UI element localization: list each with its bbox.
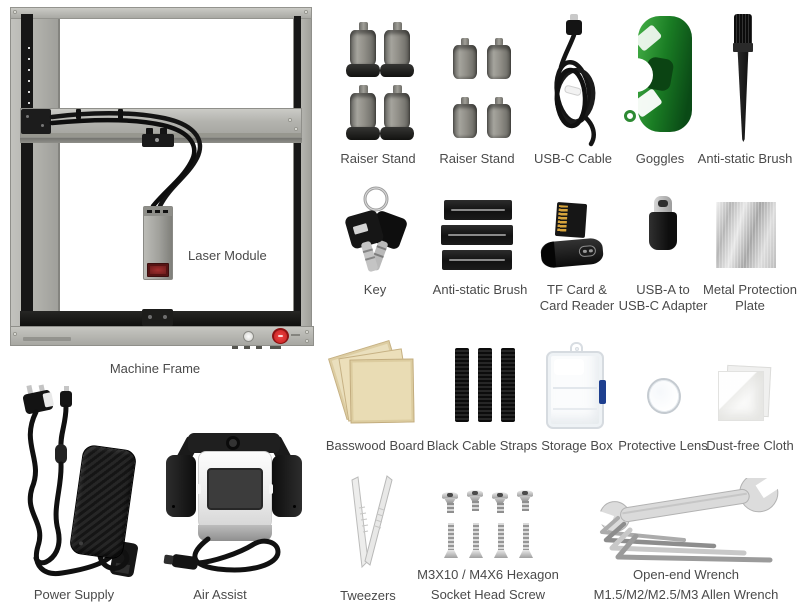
rear-port <box>244 346 250 349</box>
dc-plug <box>60 391 72 407</box>
frame-right-rail <box>294 16 301 330</box>
anti-static-brush-2-label: Anti-static Brush <box>432 282 528 297</box>
air-assist-base <box>198 525 272 541</box>
storage-box-label: Storage Box <box>541 438 613 453</box>
screw-dot <box>294 127 298 131</box>
anti-static-brush-illustration <box>730 14 758 144</box>
usb-c-cable-label: USB-C Cable <box>533 151 613 166</box>
dust-cloth-label: Dust-free Cloth <box>706 438 794 453</box>
power-supply-label: Power Supply <box>33 587 115 602</box>
rear-port <box>256 346 262 349</box>
air-assist-panel <box>207 468 263 510</box>
basswood-board-illustration <box>328 340 420 434</box>
screw-dot <box>13 10 17 14</box>
cable-straps-label: Black Cable Straps <box>426 438 538 453</box>
air-assist-label: Air Assist <box>193 587 247 602</box>
dust-cloth-illustration <box>716 364 772 424</box>
frame-top-bar <box>10 7 312 19</box>
tweezers-illustration <box>351 475 393 569</box>
anti-static-brush-bars-illustration <box>441 200 515 274</box>
wrench-label: Open-end Wrench M1.5/M2/M2.5/M3 Allen Wr… <box>593 567 779 602</box>
gantry-cable-clip <box>160 128 167 137</box>
screw-dot <box>305 330 309 334</box>
rear-port <box>270 346 281 349</box>
open-end-wrench <box>587 478 788 533</box>
storage-box-illustration <box>546 342 608 432</box>
usb-adapter-label: USB-A to USB-C Adapter <box>618 282 708 313</box>
screws-label: M3X10 / M4X6 Hexagon Socket Head Screw <box>417 567 559 602</box>
basswood-board-label: Basswood Board <box>325 438 425 453</box>
rail-holes <box>28 38 30 122</box>
raiser-stand-2-label: Raiser Stand <box>439 151 515 166</box>
key-illustration <box>345 186 407 272</box>
box-latch <box>599 380 606 404</box>
frame-left-column <box>10 7 60 331</box>
ferrite-bead <box>55 444 67 464</box>
screw-dot <box>288 118 292 122</box>
wrench-set-illustration <box>587 478 788 563</box>
card-reader-illustration <box>539 237 605 269</box>
power-button <box>243 331 254 342</box>
usb-c-cable-illustration <box>554 14 596 147</box>
allen-wrench-set <box>600 516 773 563</box>
air-assist-right-pod <box>272 455 302 517</box>
gantry-cables <box>49 109 203 209</box>
air-cable-connector <box>163 554 199 570</box>
brand-logo-mark <box>23 337 71 341</box>
laser-window <box>147 263 169 277</box>
machine-frame-label: Machine Frame <box>109 361 201 376</box>
air-assist-handle <box>188 433 280 453</box>
screw-dot <box>13 332 17 336</box>
usb-adapter-illustration <box>648 196 678 252</box>
metal-plate-illustration <box>716 202 776 268</box>
gantry-carriage <box>142 134 174 147</box>
air-assist-body <box>197 451 273 529</box>
goggles-strap-hook <box>624 110 636 122</box>
tweezers-label: Tweezers <box>340 588 396 603</box>
metal-plate-label: Metal Protection Plate <box>703 282 797 313</box>
air-assist-cable <box>163 536 281 573</box>
gantry-motor-block <box>21 109 51 134</box>
uk-plug <box>22 384 54 414</box>
screw-dot <box>304 10 308 14</box>
laser-module-top-cap <box>144 207 172 216</box>
rear-port <box>232 346 238 349</box>
usb-a-body <box>649 212 677 250</box>
anti-static-brush-1-label: Anti-static Brush <box>697 151 793 166</box>
emergency-stop-button <box>272 328 289 344</box>
protective-lens-label: Protective Lens <box>618 438 708 453</box>
gantry-cable-clip <box>146 128 153 137</box>
air-assist-left-pod <box>166 455 196 517</box>
laser-module <box>143 206 173 280</box>
tf-card-reader-label: TF Card & Card Reader <box>539 282 615 313</box>
power-supply-illustration: Power Supply <box>0 380 160 615</box>
key-label: Key <box>363 282 387 297</box>
laser-module-label: Laser Module <box>188 248 267 263</box>
protective-lens-illustration <box>644 375 684 417</box>
machine-frame-illustration: Laser Module Machine Frame <box>0 0 330 390</box>
estop-fine-print <box>291 334 300 336</box>
raiser-stand-1-label: Raiser Stand <box>340 151 416 166</box>
usb-c-tip <box>654 196 672 214</box>
goggles-illustration <box>619 14 700 136</box>
air-assist-illustration: Air Assist <box>160 425 310 602</box>
frame-bottom-bar <box>10 326 314 346</box>
tf-card-illustration <box>554 201 588 239</box>
dc-plug-tip <box>64 386 69 392</box>
frame-left-rail <box>21 14 33 330</box>
goggles-label: Goggles <box>635 151 685 166</box>
screw-dot <box>305 339 309 343</box>
bottom-clamp <box>142 309 173 326</box>
